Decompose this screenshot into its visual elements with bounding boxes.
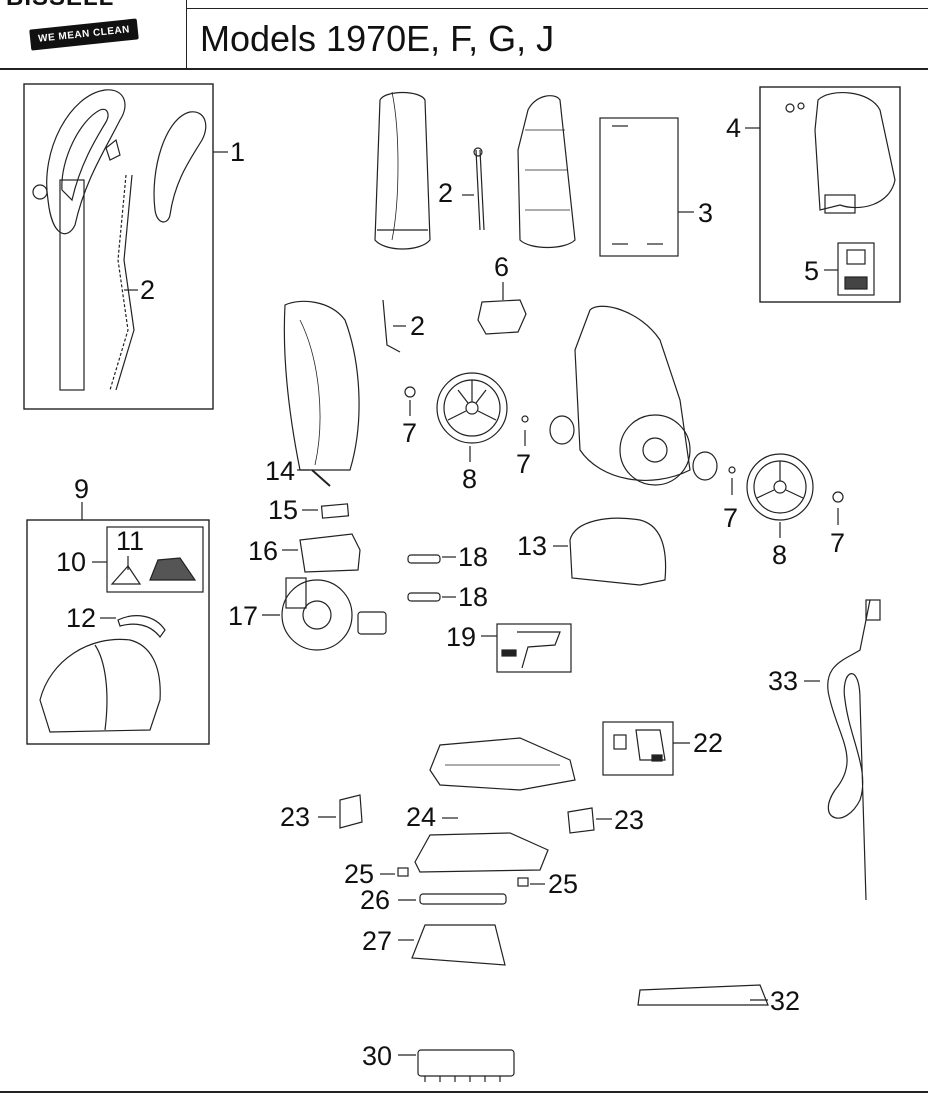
callout-2b: 2 bbox=[438, 178, 454, 208]
callout-12: 12 bbox=[66, 603, 97, 633]
callout-25b: 25 bbox=[548, 869, 579, 899]
callout-13: 13 bbox=[517, 531, 548, 561]
main-frame-drawing bbox=[549, 305, 718, 486]
part-15-pad-drawing bbox=[320, 503, 350, 519]
part-16-pump-drawing bbox=[299, 533, 361, 573]
footer-rule bbox=[0, 1091, 928, 1093]
part-32-foot-plate-drawing bbox=[637, 984, 769, 1006]
part-2-screw-drawing bbox=[473, 147, 485, 231]
part-3-label-marks bbox=[612, 125, 663, 245]
part-7-screws-drawing bbox=[404, 386, 844, 503]
part-33-cord-drawing bbox=[827, 599, 881, 901]
part-22-latch-drawing bbox=[613, 729, 666, 762]
part-2-rod-drawing bbox=[382, 299, 401, 353]
callout-26: 26 bbox=[360, 885, 391, 915]
part-19-trigger-drawing bbox=[501, 631, 561, 669]
callout-8b: 8 bbox=[772, 540, 788, 570]
callout-17: 17 bbox=[228, 601, 259, 631]
callout-30: 30 bbox=[362, 1041, 393, 1071]
callout-16: 16 bbox=[248, 536, 279, 566]
part-6-valve-drawing bbox=[477, 282, 527, 335]
part-9-group-box bbox=[26, 519, 210, 745]
callout-19: 19 bbox=[446, 622, 477, 652]
part-12-seal-drawing bbox=[117, 615, 166, 639]
callout-7a: 7 bbox=[402, 418, 418, 448]
part-23-brackets-drawing bbox=[339, 794, 595, 834]
callout-7c: 7 bbox=[723, 503, 739, 533]
callout-6: 6 bbox=[494, 252, 510, 282]
part-5-group-box bbox=[837, 242, 875, 296]
part-17-motor-drawing bbox=[281, 577, 387, 651]
part-22-group-box bbox=[602, 721, 674, 776]
part-8-wheel-right-drawing bbox=[746, 453, 814, 521]
part-26-roller-drawing bbox=[419, 893, 507, 905]
part-3-label-sheet bbox=[599, 117, 679, 257]
callout-27: 27 bbox=[362, 926, 393, 956]
callout-23a: 23 bbox=[280, 802, 311, 832]
callout-5: 5 bbox=[804, 256, 820, 286]
callout-7d: 7 bbox=[830, 528, 846, 558]
callout-1: 1 bbox=[230, 137, 246, 167]
callout-33: 33 bbox=[768, 666, 799, 696]
callout-8a: 8 bbox=[462, 464, 478, 494]
callout-3: 3 bbox=[698, 198, 714, 228]
upper-housing-rear-drawing bbox=[517, 95, 576, 249]
callout-14: 14 bbox=[265, 456, 296, 486]
callout-4: 4 bbox=[726, 113, 742, 143]
part-8-wheel-left-drawing bbox=[436, 372, 508, 444]
recovery-tank-drawing bbox=[39, 638, 161, 733]
part-4-tank-drawing bbox=[785, 92, 896, 214]
brand-wordmark: BISSELL bbox=[6, 0, 114, 12]
page-header: BISSELL WE MEAN CLEAN Models 1970E, F, G… bbox=[0, 0, 928, 70]
part-27-tray-drawing bbox=[411, 924, 506, 966]
callout-9: 9 bbox=[74, 474, 90, 504]
part-19-group-box bbox=[496, 623, 572, 673]
callout-22: 22 bbox=[693, 728, 724, 758]
callout-18b: 18 bbox=[458, 582, 489, 612]
part-4-group-box bbox=[759, 86, 901, 303]
callout-25a: 25 bbox=[344, 859, 375, 889]
callout-32: 32 bbox=[770, 986, 801, 1016]
part-24-nozzle-drawing bbox=[414, 832, 549, 873]
part-1-group-box bbox=[23, 83, 214, 410]
header-rule-bottom bbox=[0, 68, 928, 70]
part-18-gaskets-drawing bbox=[407, 554, 441, 602]
callout-10: 10 bbox=[56, 547, 87, 577]
callout-2a: 2 bbox=[140, 275, 156, 305]
part-11-filter-drawing bbox=[110, 557, 197, 585]
front-shroud-drawing bbox=[283, 300, 360, 471]
callout-2c: 2 bbox=[410, 311, 426, 341]
part-5-cap-drawing bbox=[844, 249, 868, 290]
callout-7b: 7 bbox=[516, 449, 532, 479]
callout-23b: 23 bbox=[614, 805, 645, 835]
part-1-handle-drawing bbox=[32, 89, 207, 391]
brand-logo: BISSELL WE MEAN CLEAN bbox=[0, 0, 187, 70]
part-13-cover-drawing bbox=[569, 517, 667, 586]
callout-18a: 18 bbox=[458, 542, 489, 572]
part-30-brush-drawing bbox=[417, 1049, 515, 1082]
callout-11: 11 bbox=[116, 526, 145, 556]
part-14-spring-drawing bbox=[311, 469, 331, 487]
callout-15: 15 bbox=[268, 495, 299, 525]
upper-housing-front-drawing bbox=[374, 91, 431, 250]
page-title: Models 1970E, F, G, J bbox=[200, 18, 555, 59]
part-10-group-box bbox=[106, 526, 204, 593]
part-25-clips-drawing bbox=[397, 867, 529, 887]
header-rule-top bbox=[186, 8, 928, 9]
base-drawing bbox=[429, 737, 576, 791]
callout-24: 24 bbox=[406, 802, 437, 832]
